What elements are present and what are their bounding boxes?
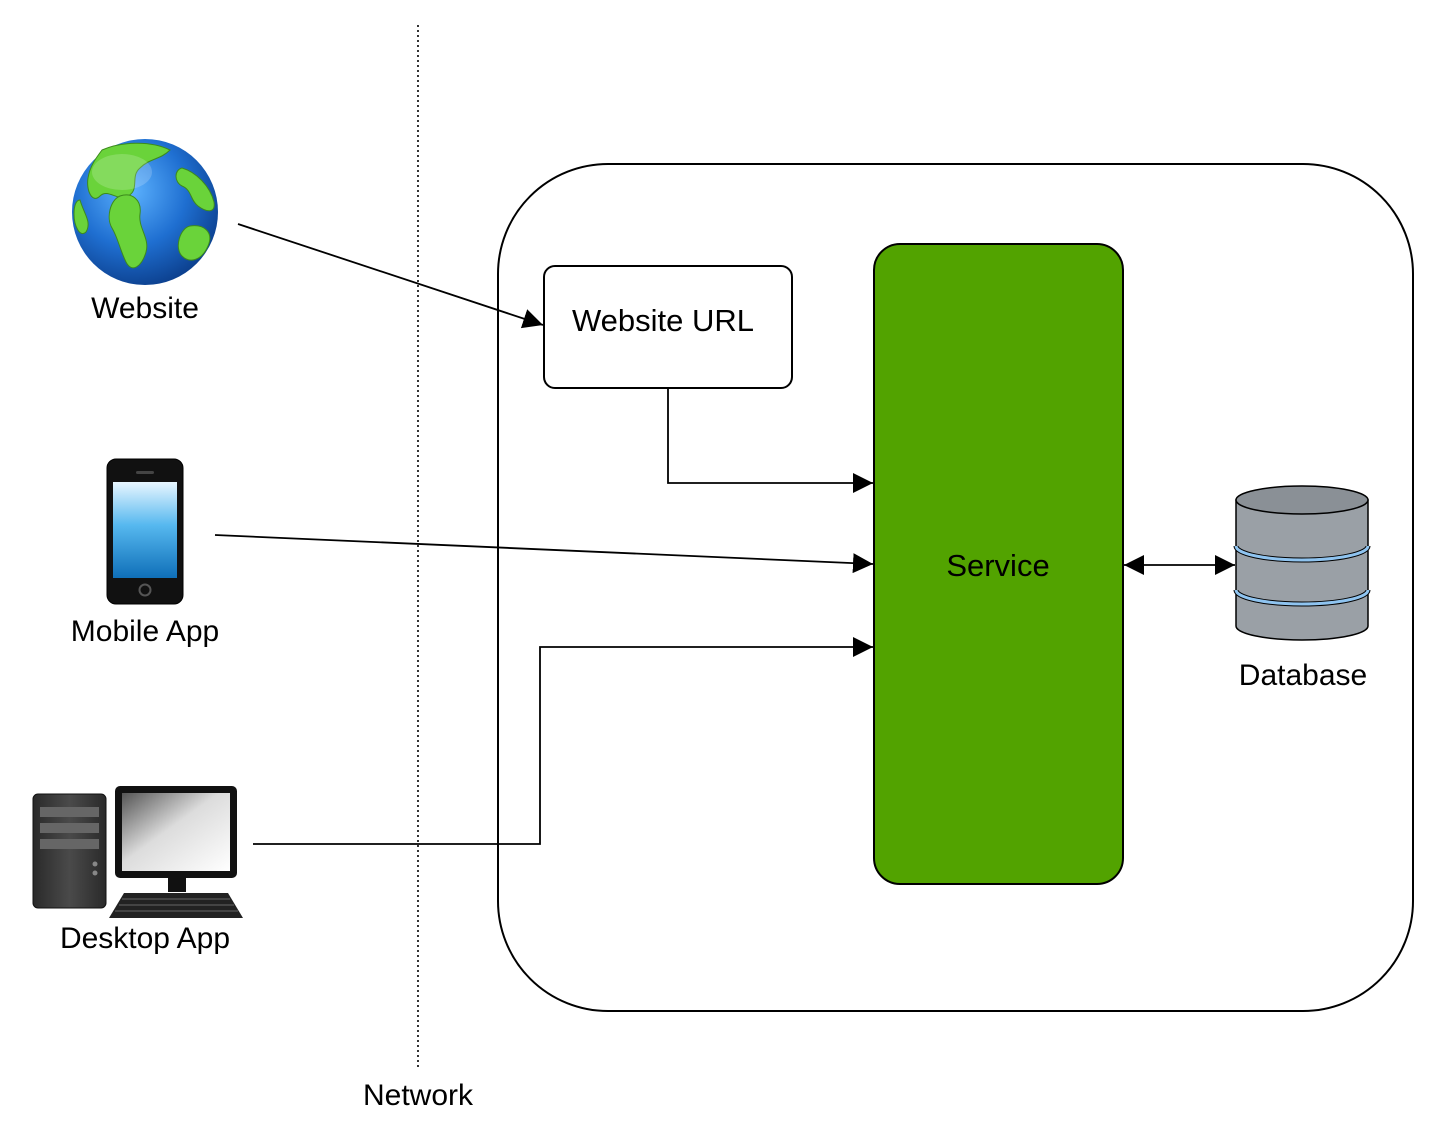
connector-desktop-to-service bbox=[253, 637, 873, 845]
website-url-label: Website URL bbox=[572, 303, 754, 338]
mobile-app-label: Mobile App bbox=[71, 615, 219, 648]
connector-url-to-service bbox=[667, 389, 873, 493]
website-label: Website bbox=[91, 292, 199, 325]
globe-icon bbox=[72, 139, 218, 285]
service-box bbox=[873, 243, 1124, 885]
smartphone-icon bbox=[106, 458, 184, 605]
website-url-node: Website URL bbox=[543, 265, 793, 389]
service-label: Service bbox=[946, 548, 1049, 583]
desktop-app-label: Desktop App bbox=[60, 922, 230, 955]
database-label: Database bbox=[1239, 659, 1367, 692]
connector-mobile-to-service bbox=[214, 534, 874, 574]
desktop-computer-icon bbox=[32, 786, 243, 918]
website-url-box bbox=[543, 265, 793, 389]
system-container bbox=[497, 163, 1414, 1012]
connector-website-to-url bbox=[237, 223, 544, 329]
database-icon bbox=[1233, 485, 1371, 641]
service-node: Service bbox=[873, 243, 1124, 885]
network-label: Network bbox=[363, 1079, 474, 1112]
